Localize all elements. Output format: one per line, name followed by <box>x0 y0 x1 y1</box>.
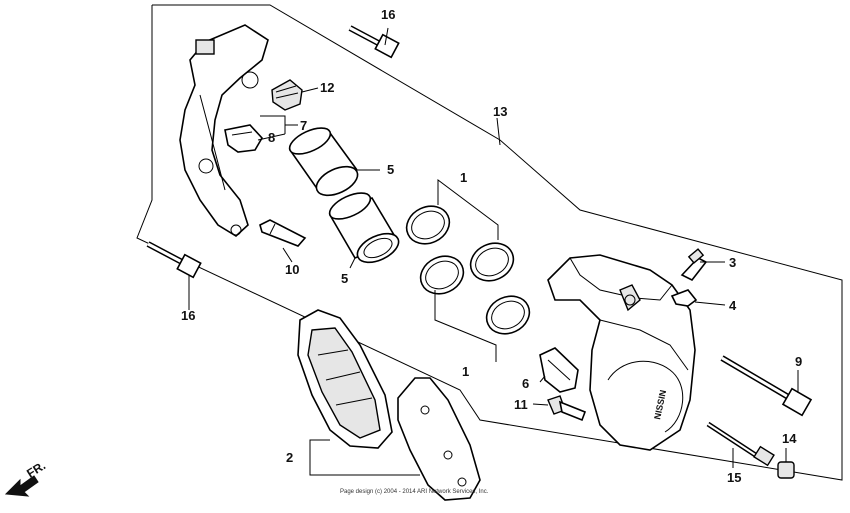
piston-seals <box>405 205 531 335</box>
callout-7: 7 <box>300 118 307 133</box>
callout-labels: 16 12 7 8 5 13 1 10 5 16 3 4 1 9 6 11 2 … <box>181 7 802 485</box>
brake-pad-outer <box>297 309 393 449</box>
pad-spring-clip <box>224 124 263 153</box>
piston-upper <box>288 127 359 197</box>
callout-9: 9 <box>795 354 802 369</box>
callout-13: 13 <box>493 104 507 119</box>
front-label: FR. <box>24 458 48 480</box>
assembly-frame <box>136 4 843 481</box>
callout-2: 2 <box>286 450 293 465</box>
piston-lower <box>328 192 400 264</box>
callout-12: 12 <box>320 80 334 95</box>
bolt-top <box>348 25 400 59</box>
callout-8: 8 <box>268 130 275 145</box>
callout-3: 3 <box>729 255 736 270</box>
callout-11: 11 <box>514 397 528 412</box>
callout-1-top: 1 <box>460 170 467 185</box>
front-arrow-icon <box>4 475 39 497</box>
bolt-bottom <box>146 241 202 279</box>
bleeder-valve <box>680 248 708 282</box>
pad-pin <box>706 421 775 467</box>
caliper-body: NISSIN <box>547 254 696 451</box>
callout-16-bottom: 16 <box>181 308 195 323</box>
pad-retainer <box>539 347 579 393</box>
front-direction-indicator: FR. <box>4 458 48 497</box>
bleeder-cap <box>670 289 698 307</box>
slide-pin <box>259 219 307 247</box>
copyright-text: Page design (c) 2004 - 2014 ARI Network … <box>340 489 489 495</box>
callout-1-bottom: 1 <box>462 364 469 379</box>
callout-4: 4 <box>729 298 737 313</box>
callout-6: 6 <box>522 376 529 391</box>
brake-pad-inner <box>397 377 481 501</box>
pin-boot <box>271 79 303 111</box>
callout-14: 14 <box>782 431 797 446</box>
callout-15: 15 <box>727 470 741 485</box>
caliper-bracket <box>179 24 269 237</box>
pin-plug <box>777 461 795 479</box>
leader-lines <box>188 27 799 476</box>
callout-5-top: 5 <box>387 162 394 177</box>
slide-pin-small <box>547 395 587 422</box>
callout-10: 10 <box>285 262 299 277</box>
callout-16-top: 16 <box>381 7 395 22</box>
pad-pin-bolt <box>720 355 813 417</box>
callout-5-bottom: 5 <box>341 271 348 286</box>
